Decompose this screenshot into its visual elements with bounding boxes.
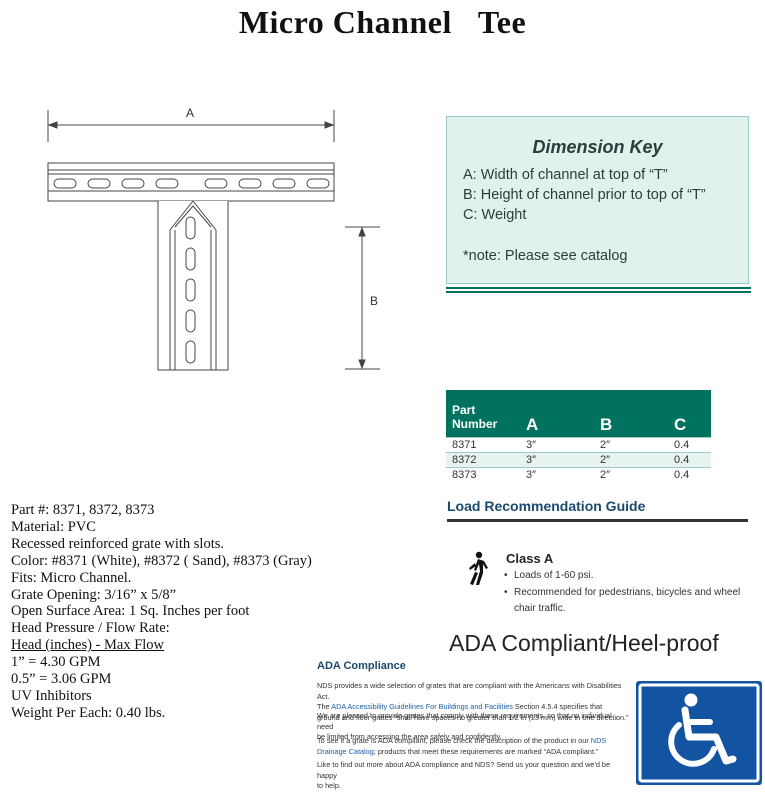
table-cell: 8372 xyxy=(446,451,520,467)
ada-headline: ADA Compliant/Heel-proof xyxy=(449,630,719,656)
table-cell: 8371 xyxy=(446,436,520,452)
header-c: C xyxy=(668,390,711,437)
spec-line: 1” = 4.30 GPM xyxy=(11,654,101,671)
header-b: B xyxy=(594,390,668,437)
ada-guidelines-link[interactable]: ADA Accessibility Guidelines For Buildin… xyxy=(331,702,513,712)
ada-paragraph-4: Like to find out more about ADA complian… xyxy=(317,760,611,791)
dim-b-arrow-top xyxy=(358,226,366,237)
load-bullet-continued: chair traffic. xyxy=(514,603,566,614)
dimension-key-note: *note: Please see catalog xyxy=(463,248,628,264)
page-title: Micro Channel Tee xyxy=(0,4,765,41)
spec-line: Recessed reinforced grate with slots. xyxy=(11,535,224,552)
dim-a-arrow-left xyxy=(47,121,58,129)
nds-link[interactable]: NDS xyxy=(590,736,607,745)
class-a-label: Class A xyxy=(506,551,554,566)
table-cell: 3″ xyxy=(520,466,594,482)
spec-line: 0.5” = 3.06 GPM xyxy=(11,671,112,688)
wheelchair-icon xyxy=(636,681,762,785)
dimension-key-row-a: A: Width of channel at top of “T” xyxy=(463,167,668,183)
ada-paragraph-2: We are pleased to provide grates that co… xyxy=(317,711,612,742)
product-specs: Part #: 8371, 8372, 8373 Material: PVC R… xyxy=(11,502,312,722)
spec-line: Part #: 8371, 8372, 8373 xyxy=(11,502,155,518)
spec-line: Color: #8371 (White), #8372 ( Sand), #83… xyxy=(11,552,312,569)
load-bullet: •Recommended for pedestrians, bicycles a… xyxy=(504,587,741,598)
load-bullet: •Loads of 1-60 psi. xyxy=(504,570,594,581)
table-cell: 8373 xyxy=(446,466,520,482)
pedestrian-icon xyxy=(469,551,488,585)
tee-top-bar xyxy=(47,162,335,202)
dim-a-label: A xyxy=(186,106,194,120)
dimension-key-row-c: C: Weight xyxy=(463,207,527,223)
spec-line: Material: PVC xyxy=(11,518,96,535)
dim-a-arrow-right xyxy=(324,121,335,129)
tee-drawing: A B xyxy=(47,106,380,371)
table-cell: 0.4 xyxy=(668,436,711,452)
drainage-catalog-link[interactable]: Drainage Catalog xyxy=(317,746,374,756)
table-cell: 2″ xyxy=(594,466,668,482)
dimension-key-rule-1 xyxy=(446,287,751,289)
table-row: 8373 3″ 2″ 0.4 xyxy=(446,466,711,482)
table-row: 8371 3″ 2″ 0.4 xyxy=(446,436,711,452)
ada-paragraph-1: NDS provides a wide selection of grates … xyxy=(317,681,629,722)
ada-compliance-title: ADA Compliance xyxy=(317,660,406,672)
spec-line: Weight Per Each: 0.40 lbs. xyxy=(11,704,166,721)
load-guide-title: Load Recommendation Guide xyxy=(447,498,646,514)
header-a: A xyxy=(520,390,594,437)
load-guide-rule xyxy=(447,519,748,522)
dimension-key-rule-2 xyxy=(446,291,751,293)
spec-line: Open Surface Area: 1 Sq. Inches per foot xyxy=(11,603,250,620)
dimension-key-panel: Dimension Key A: Width of channel at top… xyxy=(446,116,749,284)
tee-peak-inner xyxy=(174,205,212,228)
dim-b-label: B xyxy=(370,294,378,308)
table-cell: 2″ xyxy=(594,451,668,467)
top-slots xyxy=(53,178,330,189)
spec-line: Fits: Micro Channel. xyxy=(11,569,132,586)
title-part-2: Tee xyxy=(477,4,527,40)
leg-slots xyxy=(185,216,196,364)
dim-b-arrow-bottom xyxy=(358,359,366,370)
table-cell: 2″ xyxy=(594,436,668,452)
dimension-key-title: Dimension Key xyxy=(532,137,663,157)
spec-line: Head (inches) - Max Flow xyxy=(11,637,165,654)
table-cell: 0.4 xyxy=(668,466,711,482)
table-cell: 0.4 xyxy=(668,451,711,467)
tee-peak xyxy=(169,200,217,231)
spec-line: Head Pressure / Flow Rate: xyxy=(11,620,170,637)
title-part-1: Micro Channel xyxy=(238,4,452,40)
tee-leg-lines xyxy=(169,227,217,370)
ada-paragraph-3: To see if a grate is ADA compliant, plea… xyxy=(317,736,607,756)
spec-line: Grate Opening: 3/16” x 5/8” xyxy=(11,586,177,603)
table-row: 8372 3″ 2″ 0.4 xyxy=(446,451,711,467)
table-cell: 3″ xyxy=(520,436,594,452)
dimension-key-row-b: B: Height of channel prior to top of “T” xyxy=(463,187,706,203)
spec-line: UV Inhibitors xyxy=(11,687,92,704)
table-cell: 3″ xyxy=(520,451,594,467)
